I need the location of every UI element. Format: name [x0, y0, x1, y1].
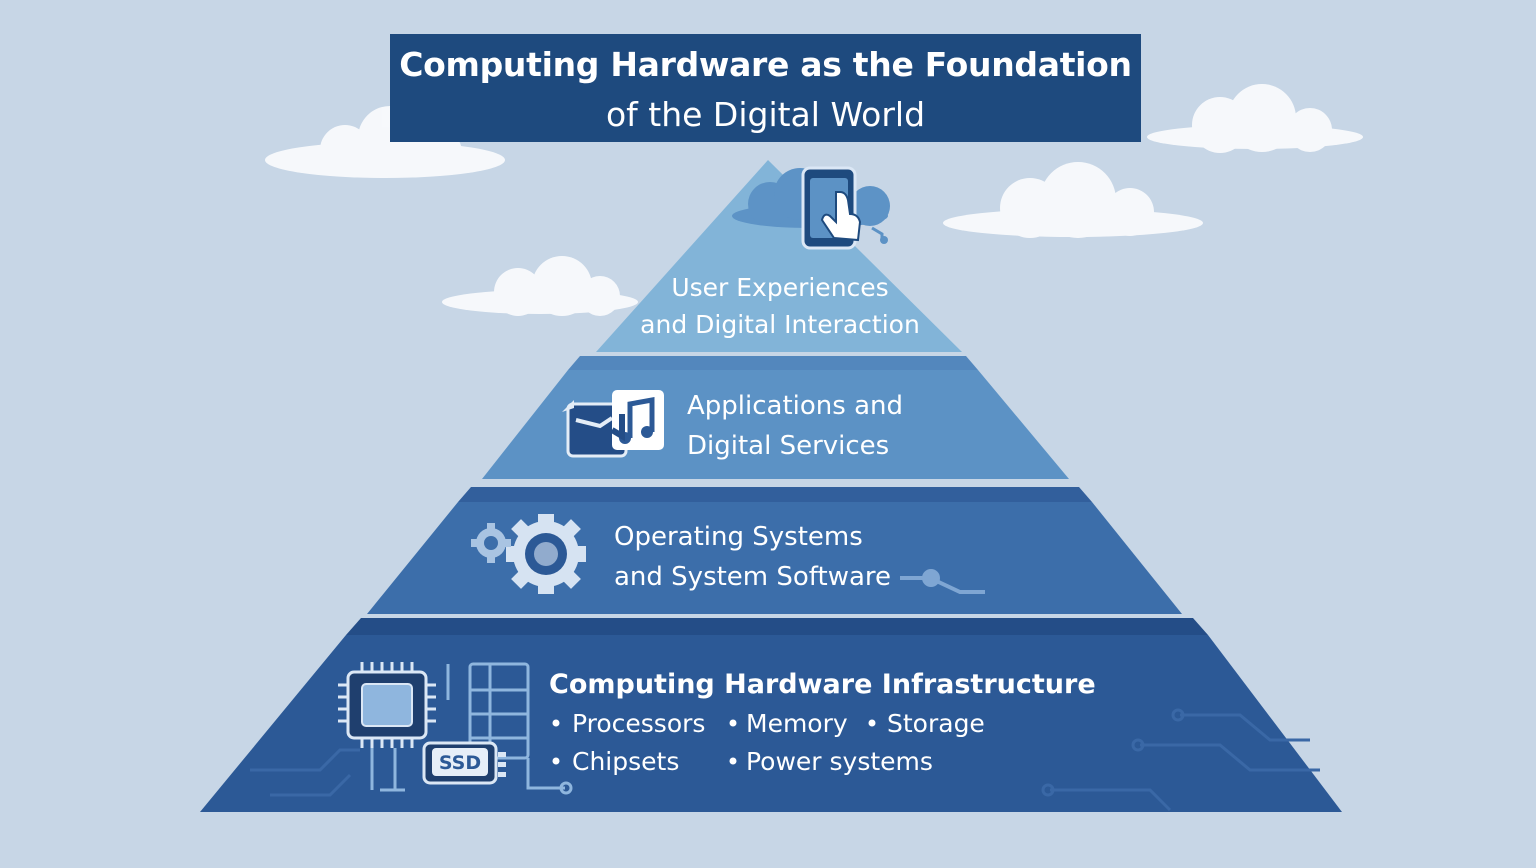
layer-ux-face: [596, 160, 962, 352]
ssd-icon: SSD: [422, 741, 506, 785]
cloud-left-middle: [442, 256, 638, 316]
gears-icon: [471, 514, 586, 594]
hardware-heading: Computing Hardware Infrastructure: [549, 669, 1096, 700]
hardware-bullets: Processors Memory Storage Chipsets Power…: [552, 709, 985, 776]
layer-user-experiences: User Experiences and Digital Interaction: [596, 160, 962, 352]
bullet-storage: Storage: [887, 709, 985, 738]
layer-operating-systems: Operating Systems and System Software: [367, 487, 1182, 614]
layer-os-top-edge: [458, 487, 1092, 502]
apps-label-line1: Applications and: [687, 391, 903, 421]
title-line2: of the Digital World: [605, 95, 926, 134]
cpu-chip-icon: [338, 662, 436, 792]
ux-label-line2: and Digital Interaction: [640, 310, 920, 339]
app-folder-music-icon: [562, 390, 664, 458]
smartphone-touch-icon: [801, 166, 888, 250]
title-line1: Computing Hardware as the Foundation: [399, 45, 1132, 84]
clouds: [265, 84, 1363, 316]
layer-hardware-top-edge: [346, 618, 1208, 635]
cloud-right-middle: [943, 162, 1203, 238]
bullet-power-systems: Power systems: [746, 747, 933, 776]
bullet-processors: Processors: [572, 709, 705, 738]
bullet-memory: Memory: [746, 709, 848, 738]
cloud-right-top: [1147, 84, 1363, 153]
connector-icon: [900, 569, 985, 594]
layer-hardware: SSD Computing Hardware Infrastructure Pr…: [200, 618, 1342, 812]
title-banner: Computing Hardware as the Foundation of …: [390, 34, 1141, 142]
os-label-line2: and System Software: [614, 562, 891, 592]
apps-label-line2: Digital Services: [687, 431, 889, 461]
circuit-traces: [250, 708, 1320, 812]
layer-apps-top-edge: [568, 356, 978, 370]
ssd-label: SSD: [439, 752, 481, 774]
bullet-chipsets: Chipsets: [572, 747, 679, 776]
ux-label-line1: User Experiences: [671, 273, 888, 302]
layer-applications: Applications and Digital Services: [482, 356, 1069, 479]
os-label-line1: Operating Systems: [614, 522, 863, 552]
